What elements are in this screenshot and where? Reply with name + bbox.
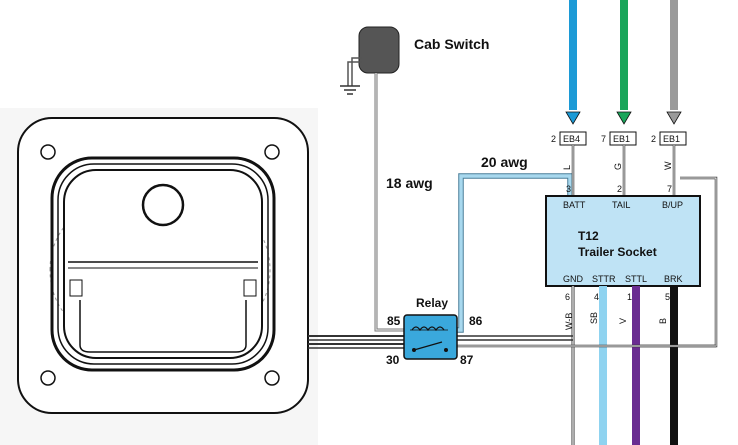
socket-bottom-pin-sttr: 4 — [594, 292, 599, 302]
socket-bottom-pin-brk: 5 — [665, 292, 670, 302]
switch-wire-18awg: 18 awg — [374, 73, 433, 332]
trailer-socket-face-drawing — [0, 108, 318, 445]
battery-wire-gauge-label: 20 awg — [481, 154, 528, 170]
relay-pin-85: 85 — [387, 314, 401, 328]
cab-switch: Cab Switch — [340, 26, 489, 95]
socket-name: Trailer Socket — [578, 245, 657, 259]
socket-terminal-brk: BRK — [664, 274, 683, 284]
cab-switch-label: Cab Switch — [414, 36, 489, 52]
top-wires — [565, 0, 682, 125]
connector-code: EB1 — [663, 134, 680, 144]
socket-top-pin-bup: 7 — [667, 184, 672, 194]
wire-code-G: G — [613, 163, 623, 170]
relay-label: Relay — [416, 296, 448, 310]
connector-pin-number: 2 — [651, 134, 656, 144]
socket-terminal-gnd: GND — [563, 274, 584, 284]
relay-pin-86: 86 — [469, 314, 483, 328]
socket-bottom-pin-gnd: 6 — [565, 292, 570, 302]
socket-id: T12 — [578, 229, 599, 243]
connector-code: EB4 — [563, 134, 580, 144]
wire-code-W-B: W-B — [564, 313, 574, 330]
switch-wire-gauge-label: 18 awg — [386, 175, 433, 191]
harness-lines — [308, 335, 716, 349]
wire-code-W: W — [663, 161, 673, 170]
relay-switch-icon — [413, 341, 443, 351]
socket-bottom-pin-sttl: 1 — [627, 292, 632, 302]
connector-eb4: 2 EB4 — [551, 131, 587, 146]
socket-terminal-sttl: STTL — [625, 274, 647, 284]
socket-terminal-bup: B/UP — [662, 200, 683, 210]
wire-code-B: B — [658, 318, 668, 324]
relay: Relay 85 86 30 87 — [386, 296, 483, 367]
socket-top-pin-batt: 3 — [566, 184, 571, 194]
connector-pin-number: 7 — [601, 134, 606, 144]
socket-terminal-tail: TAIL — [612, 200, 630, 210]
socket-terminal-sttr: STTR — [592, 274, 616, 284]
connector-pin-number: 2 — [551, 134, 556, 144]
trailer-socket-box: 3 2 7 BATT TAIL B/UP T12 Trailer Socket … — [545, 184, 701, 302]
wire-code-SB: SB — [589, 312, 599, 324]
wire-code-L: L — [562, 165, 572, 170]
socket-terminal-batt: BATT — [563, 200, 586, 210]
relay-pin-30: 30 — [386, 353, 400, 367]
socket-top-pin-tail: 2 — [617, 184, 622, 194]
connector-eb1-tail: 7 EB1 — [601, 131, 637, 146]
battery-wire-20awg: 20 awg — [457, 154, 573, 333]
bottom-wires: W-B SB V B — [564, 286, 678, 445]
connector-code: EB1 — [613, 134, 630, 144]
connector-eb1-backup: 2 EB1 — [651, 131, 687, 146]
relay-pin-87: 87 — [460, 353, 474, 367]
wire-code-V: V — [618, 318, 628, 324]
